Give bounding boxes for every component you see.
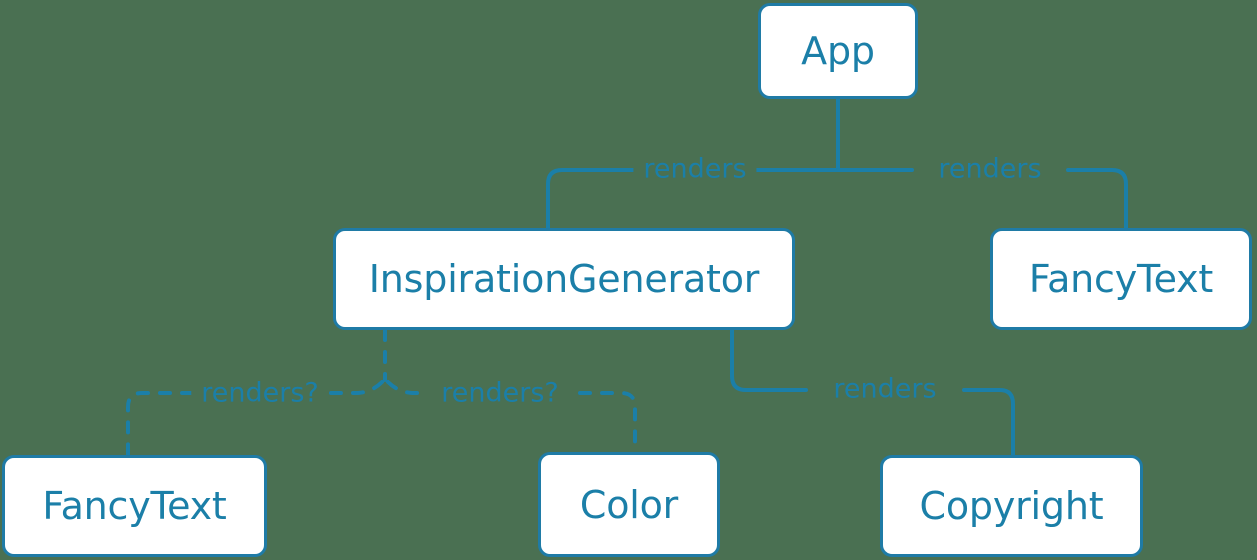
edge-label-inspirationgenerator-fancytext: renders? xyxy=(191,379,329,407)
node-inspiration-generator[interactable]: InspirationGenerator xyxy=(333,228,795,330)
edge-inspirationgenerator-to-fancytext-bottom xyxy=(126,380,384,457)
node-fancytext-top-label: FancyText xyxy=(1028,257,1214,301)
edge-label-inspirationgenerator-color: renders? xyxy=(431,379,569,407)
node-app[interactable]: App xyxy=(758,3,918,99)
node-copyright[interactable]: Copyright xyxy=(880,455,1143,557)
node-inspiration-generator-label: InspirationGenerator xyxy=(368,257,760,301)
node-fancytext-bottom-label: FancyText xyxy=(42,484,227,528)
edge-label-app-fancytext: renders xyxy=(928,155,1052,183)
edge-inspirationgenerator-to-color xyxy=(386,380,637,454)
node-fancytext-bottom[interactable]: FancyText xyxy=(2,455,267,557)
node-color-label: Color xyxy=(579,482,679,527)
node-color[interactable]: Color xyxy=(538,452,720,557)
node-app-label: App xyxy=(801,29,875,73)
node-copyright-label: Copyright xyxy=(919,484,1104,528)
edge-app-to-fancytext xyxy=(836,168,1128,230)
edge-label-inspirationgenerator-copyright: renders xyxy=(823,375,947,403)
edge-inspirationgenerator-to-copyright xyxy=(730,328,1015,457)
node-fancytext-top[interactable]: FancyText xyxy=(990,228,1252,330)
edge-label-app-inspirationgenerator: renders xyxy=(633,155,757,183)
